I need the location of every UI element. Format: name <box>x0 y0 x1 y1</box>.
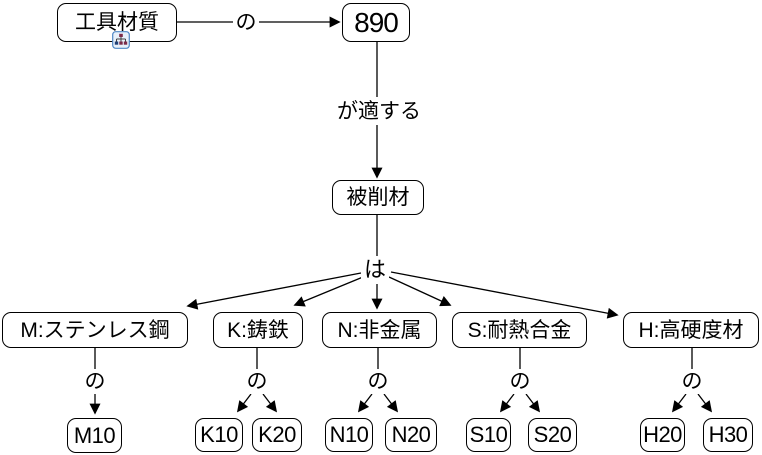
node-category-h-high-hardness[interactable]: H:高硬度材 <box>623 312 759 348</box>
node-category-k-cast-iron[interactable]: K:鋳鉄 <box>213 312 303 348</box>
node-n20[interactable]: N20 <box>385 418 437 452</box>
edge-label-no-k: の <box>245 369 269 394</box>
edge-label-no-s: の <box>508 369 532 394</box>
edge-cat-s-to-s20 <box>525 393 541 413</box>
edge-label-no-m: の <box>83 369 107 394</box>
edge-cat-n-to-n20 <box>383 393 399 413</box>
edge-cat-h-to-h30 <box>697 393 713 413</box>
edge-wa-to-cat-k <box>293 276 364 307</box>
node-category-m-stainless[interactable]: M:ステンレス鋼 <box>2 312 188 348</box>
node-category-s-heat-resistant[interactable]: S:耐熱合金 <box>452 312 587 348</box>
node-m10[interactable]: M10 <box>67 418 122 453</box>
edge-cat-s-to-s10 <box>499 393 515 413</box>
node-h30[interactable]: H30 <box>703 418 753 452</box>
node-s10[interactable]: S10 <box>466 418 511 452</box>
edge-cat-k-to-k20 <box>262 393 278 413</box>
node-n10[interactable]: N10 <box>325 418 373 452</box>
node-s20[interactable]: S20 <box>528 418 577 452</box>
node-k10[interactable]: K10 <box>195 418 243 452</box>
node-category-n-nonmetal[interactable]: N:非金属 <box>322 312 437 348</box>
node-h20[interactable]: H20 <box>640 418 685 452</box>
edge-wa-to-cat-s <box>388 276 452 307</box>
edge-wa-to-cat-h <box>390 271 619 319</box>
node-890[interactable]: 890 <box>342 3 410 42</box>
edge-wa-to-cat-m <box>186 272 362 310</box>
edge-label-no-h: の <box>680 369 704 394</box>
edge-label-no-top: の <box>233 8 259 36</box>
edge-cat-k-to-k10 <box>236 393 252 413</box>
edge-label-suits: が適する <box>333 97 425 125</box>
edge-cat-n-to-n10 <box>357 393 373 413</box>
edge-label-wa: は <box>361 256 389 284</box>
node-k20[interactable]: K20 <box>252 418 302 452</box>
node-work-material[interactable]: 被削材 <box>332 180 424 215</box>
edge-label-no-n: の <box>366 369 390 394</box>
hierarchy-icon[interactable] <box>112 31 130 49</box>
edge-cat-h-to-h20 <box>671 393 687 413</box>
